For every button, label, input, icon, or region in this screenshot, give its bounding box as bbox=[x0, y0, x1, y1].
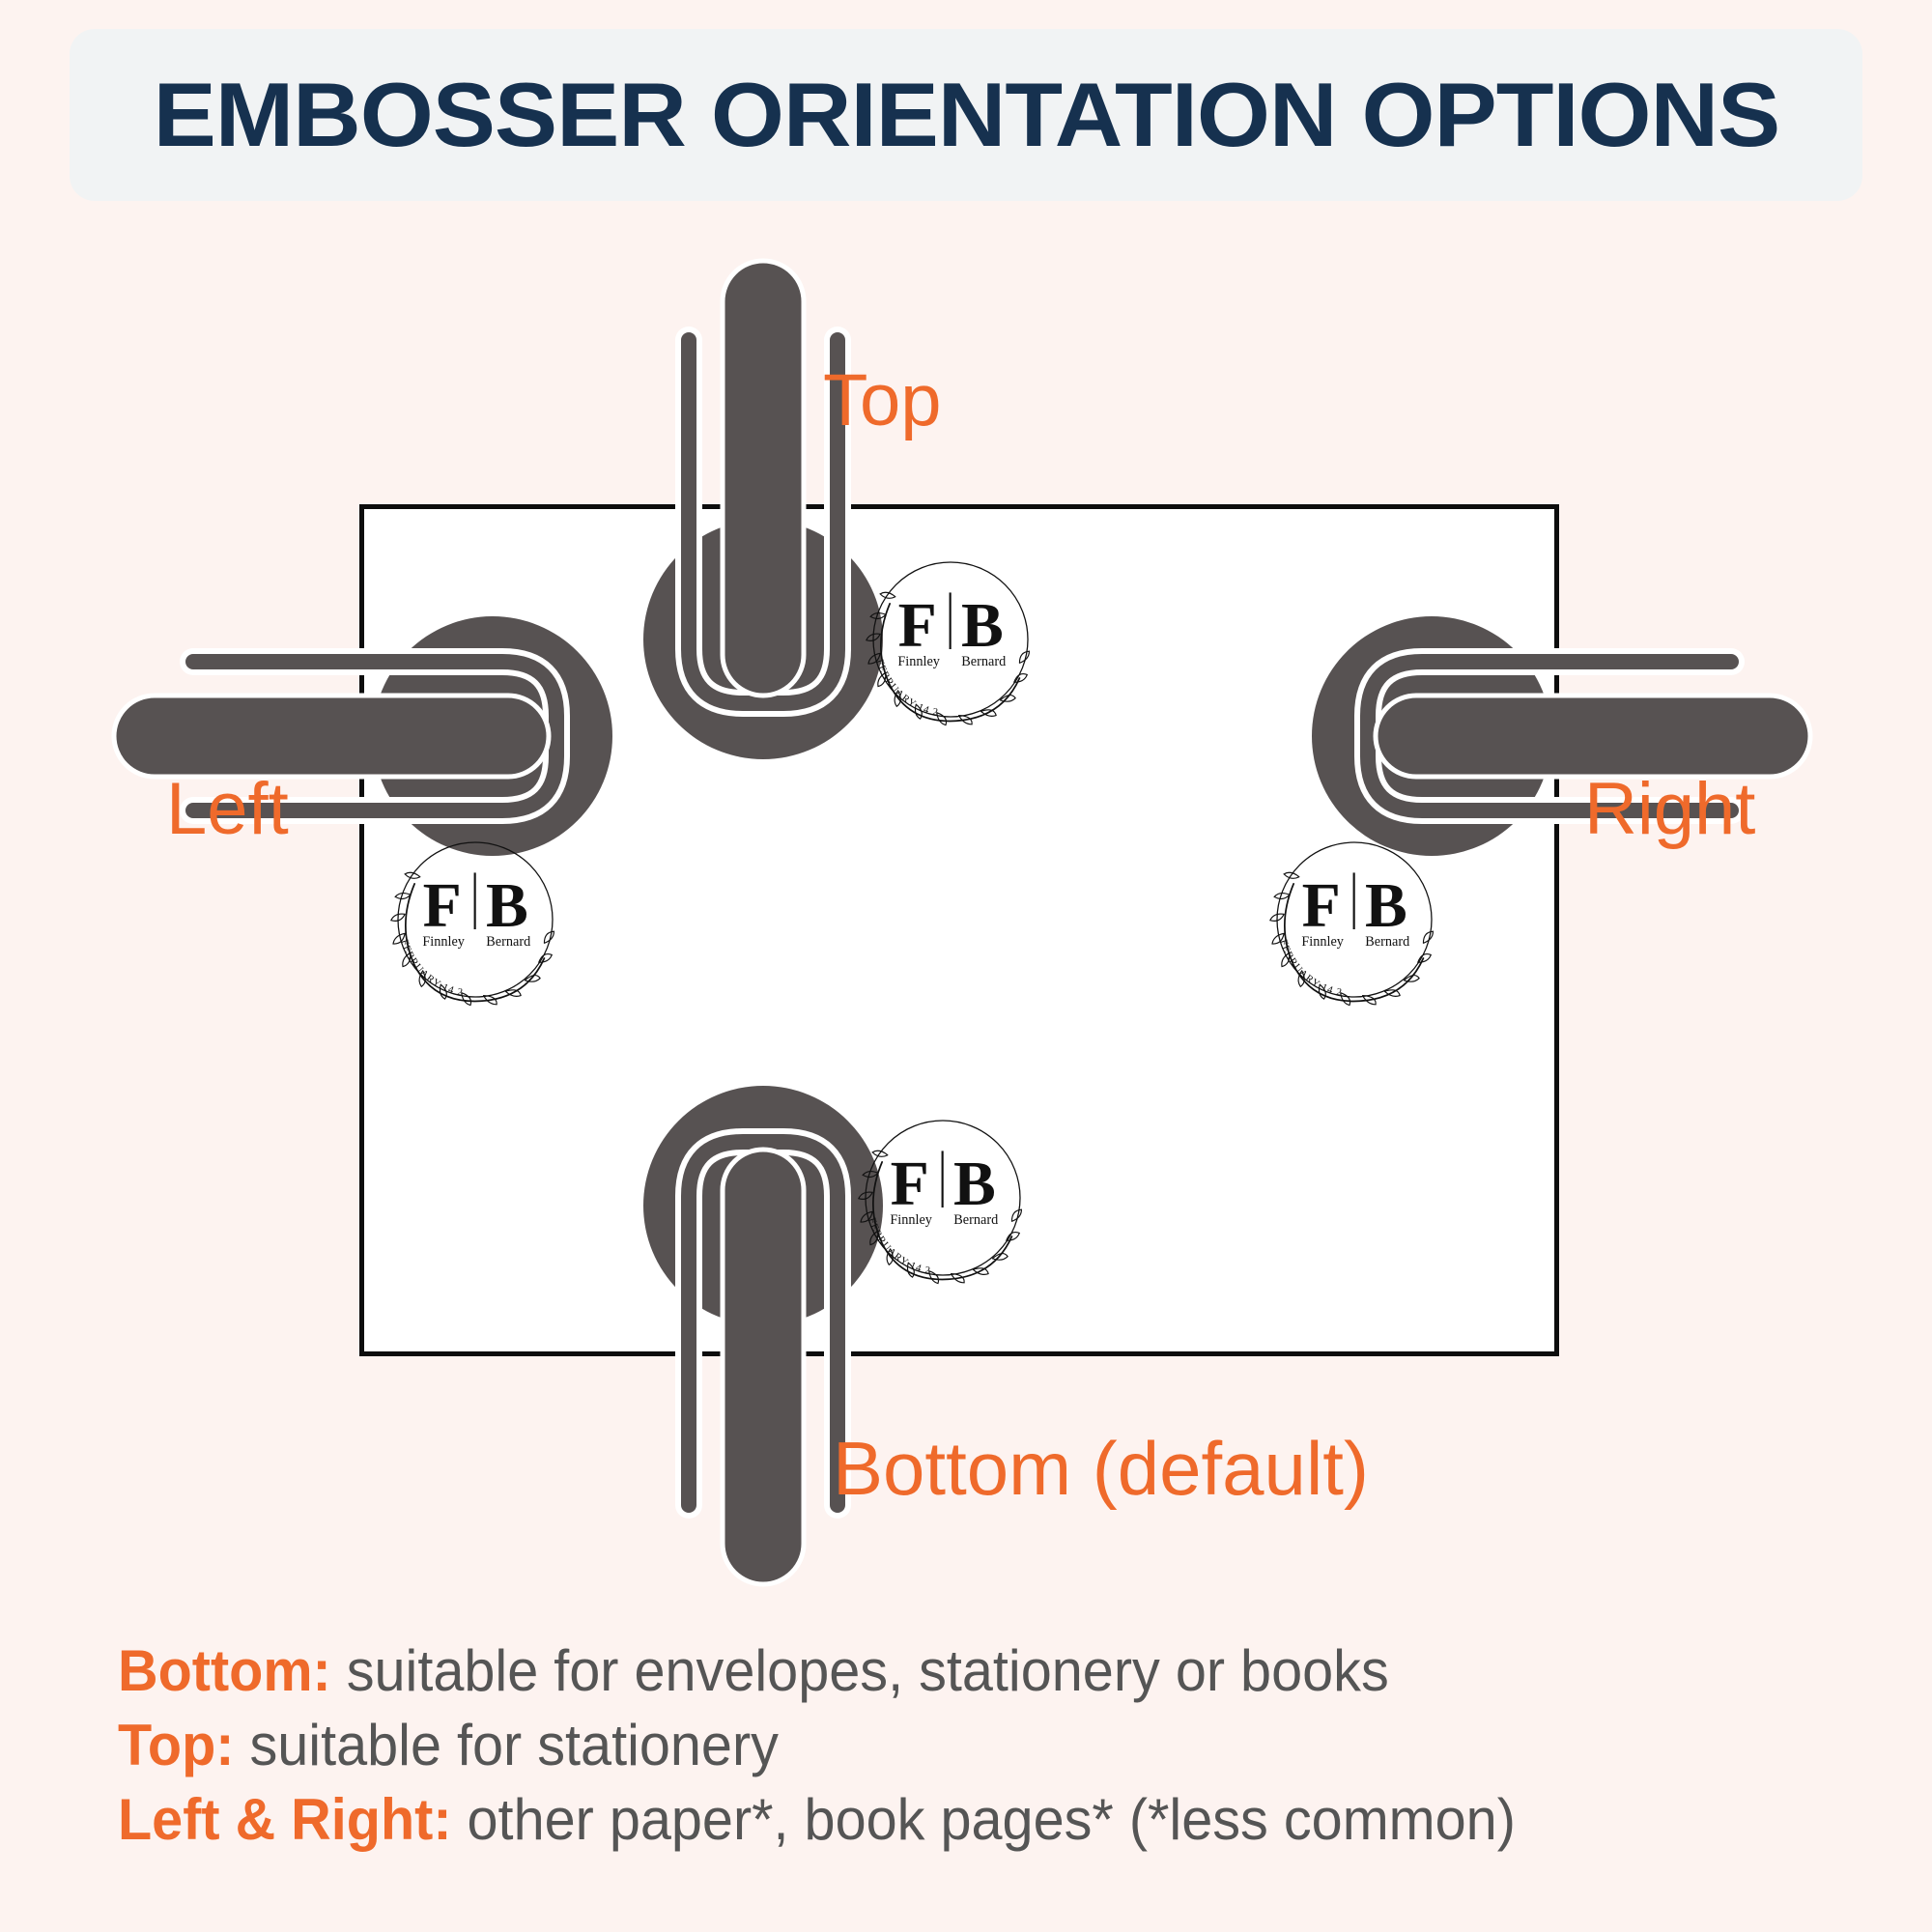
seal-name-left: Finnley bbox=[897, 654, 940, 669]
legend-line-bottom: Bottom: suitable for envelopes, statione… bbox=[118, 1634, 1787, 1709]
seal-name-right: Bernard bbox=[961, 654, 1006, 669]
seal-monogram-right: B bbox=[953, 1149, 996, 1219]
embosser-right bbox=[1306, 591, 1818, 881]
legend-line-left-right: Left & Right: other paper*, book pages* … bbox=[118, 1783, 1787, 1858]
seal-name-left: Finnley bbox=[890, 1212, 932, 1228]
legend-line-top: Top: suitable for stationery bbox=[118, 1709, 1787, 1783]
seal-name-left: Finnley bbox=[422, 934, 465, 950]
legend-text-left-right: other paper*, book pages* (*less common) bbox=[451, 1786, 1516, 1852]
seal-monogram-right: B bbox=[961, 590, 1004, 661]
seal-name-right: Bernard bbox=[1365, 934, 1409, 950]
seal-monogram-left: F bbox=[423, 870, 462, 941]
monogram-seal: F B Finnley Bernard FEBRUARY 14 2025 bbox=[1258, 823, 1451, 1016]
legend-key-top: Top: bbox=[118, 1712, 235, 1777]
seal-name-left: Finnley bbox=[1301, 934, 1344, 950]
monogram-seal: F B Finnley Bernard FEBRUARY 14 2025 bbox=[846, 1101, 1039, 1294]
seal-monogram-right: B bbox=[486, 870, 528, 941]
legend-key-left-right: Left & Right: bbox=[118, 1786, 452, 1852]
embosser-top bbox=[618, 253, 908, 765]
seal-name-right: Bernard bbox=[486, 934, 530, 950]
seal-monogram-right: B bbox=[1365, 870, 1407, 941]
embosser-left bbox=[106, 591, 618, 881]
monogram-seal: F B Finnley Bernard FEBRUARY 14 2025 bbox=[854, 543, 1047, 736]
legend-text-bottom: suitable for envelopes, stationery or bo… bbox=[330, 1638, 1389, 1703]
seal-monogram-left: F bbox=[898, 590, 937, 661]
embosser-bottom bbox=[618, 1080, 908, 1592]
orientation-label-left: Left bbox=[166, 768, 289, 850]
page-title-bar: EMBOSSER ORIENTATION OPTIONS bbox=[70, 29, 1862, 201]
seal-monogram-left: F bbox=[891, 1149, 929, 1219]
orientation-label-right: Right bbox=[1584, 768, 1756, 850]
seal-name-right: Bernard bbox=[953, 1212, 998, 1228]
orientation-label-bottom: Bottom (default) bbox=[833, 1426, 1369, 1511]
page-title: EMBOSSER ORIENTATION OPTIONS bbox=[153, 64, 1780, 165]
legend: Bottom: suitable for envelopes, statione… bbox=[118, 1634, 1857, 1857]
legend-key-bottom: Bottom: bbox=[118, 1638, 331, 1703]
monogram-seal: F B Finnley Bernard FEBRUARY 14 2025 bbox=[379, 823, 572, 1016]
orientation-label-top: Top bbox=[823, 359, 942, 441]
seal-monogram-left: F bbox=[1302, 870, 1341, 941]
legend-text-top: suitable for stationery bbox=[234, 1712, 779, 1777]
